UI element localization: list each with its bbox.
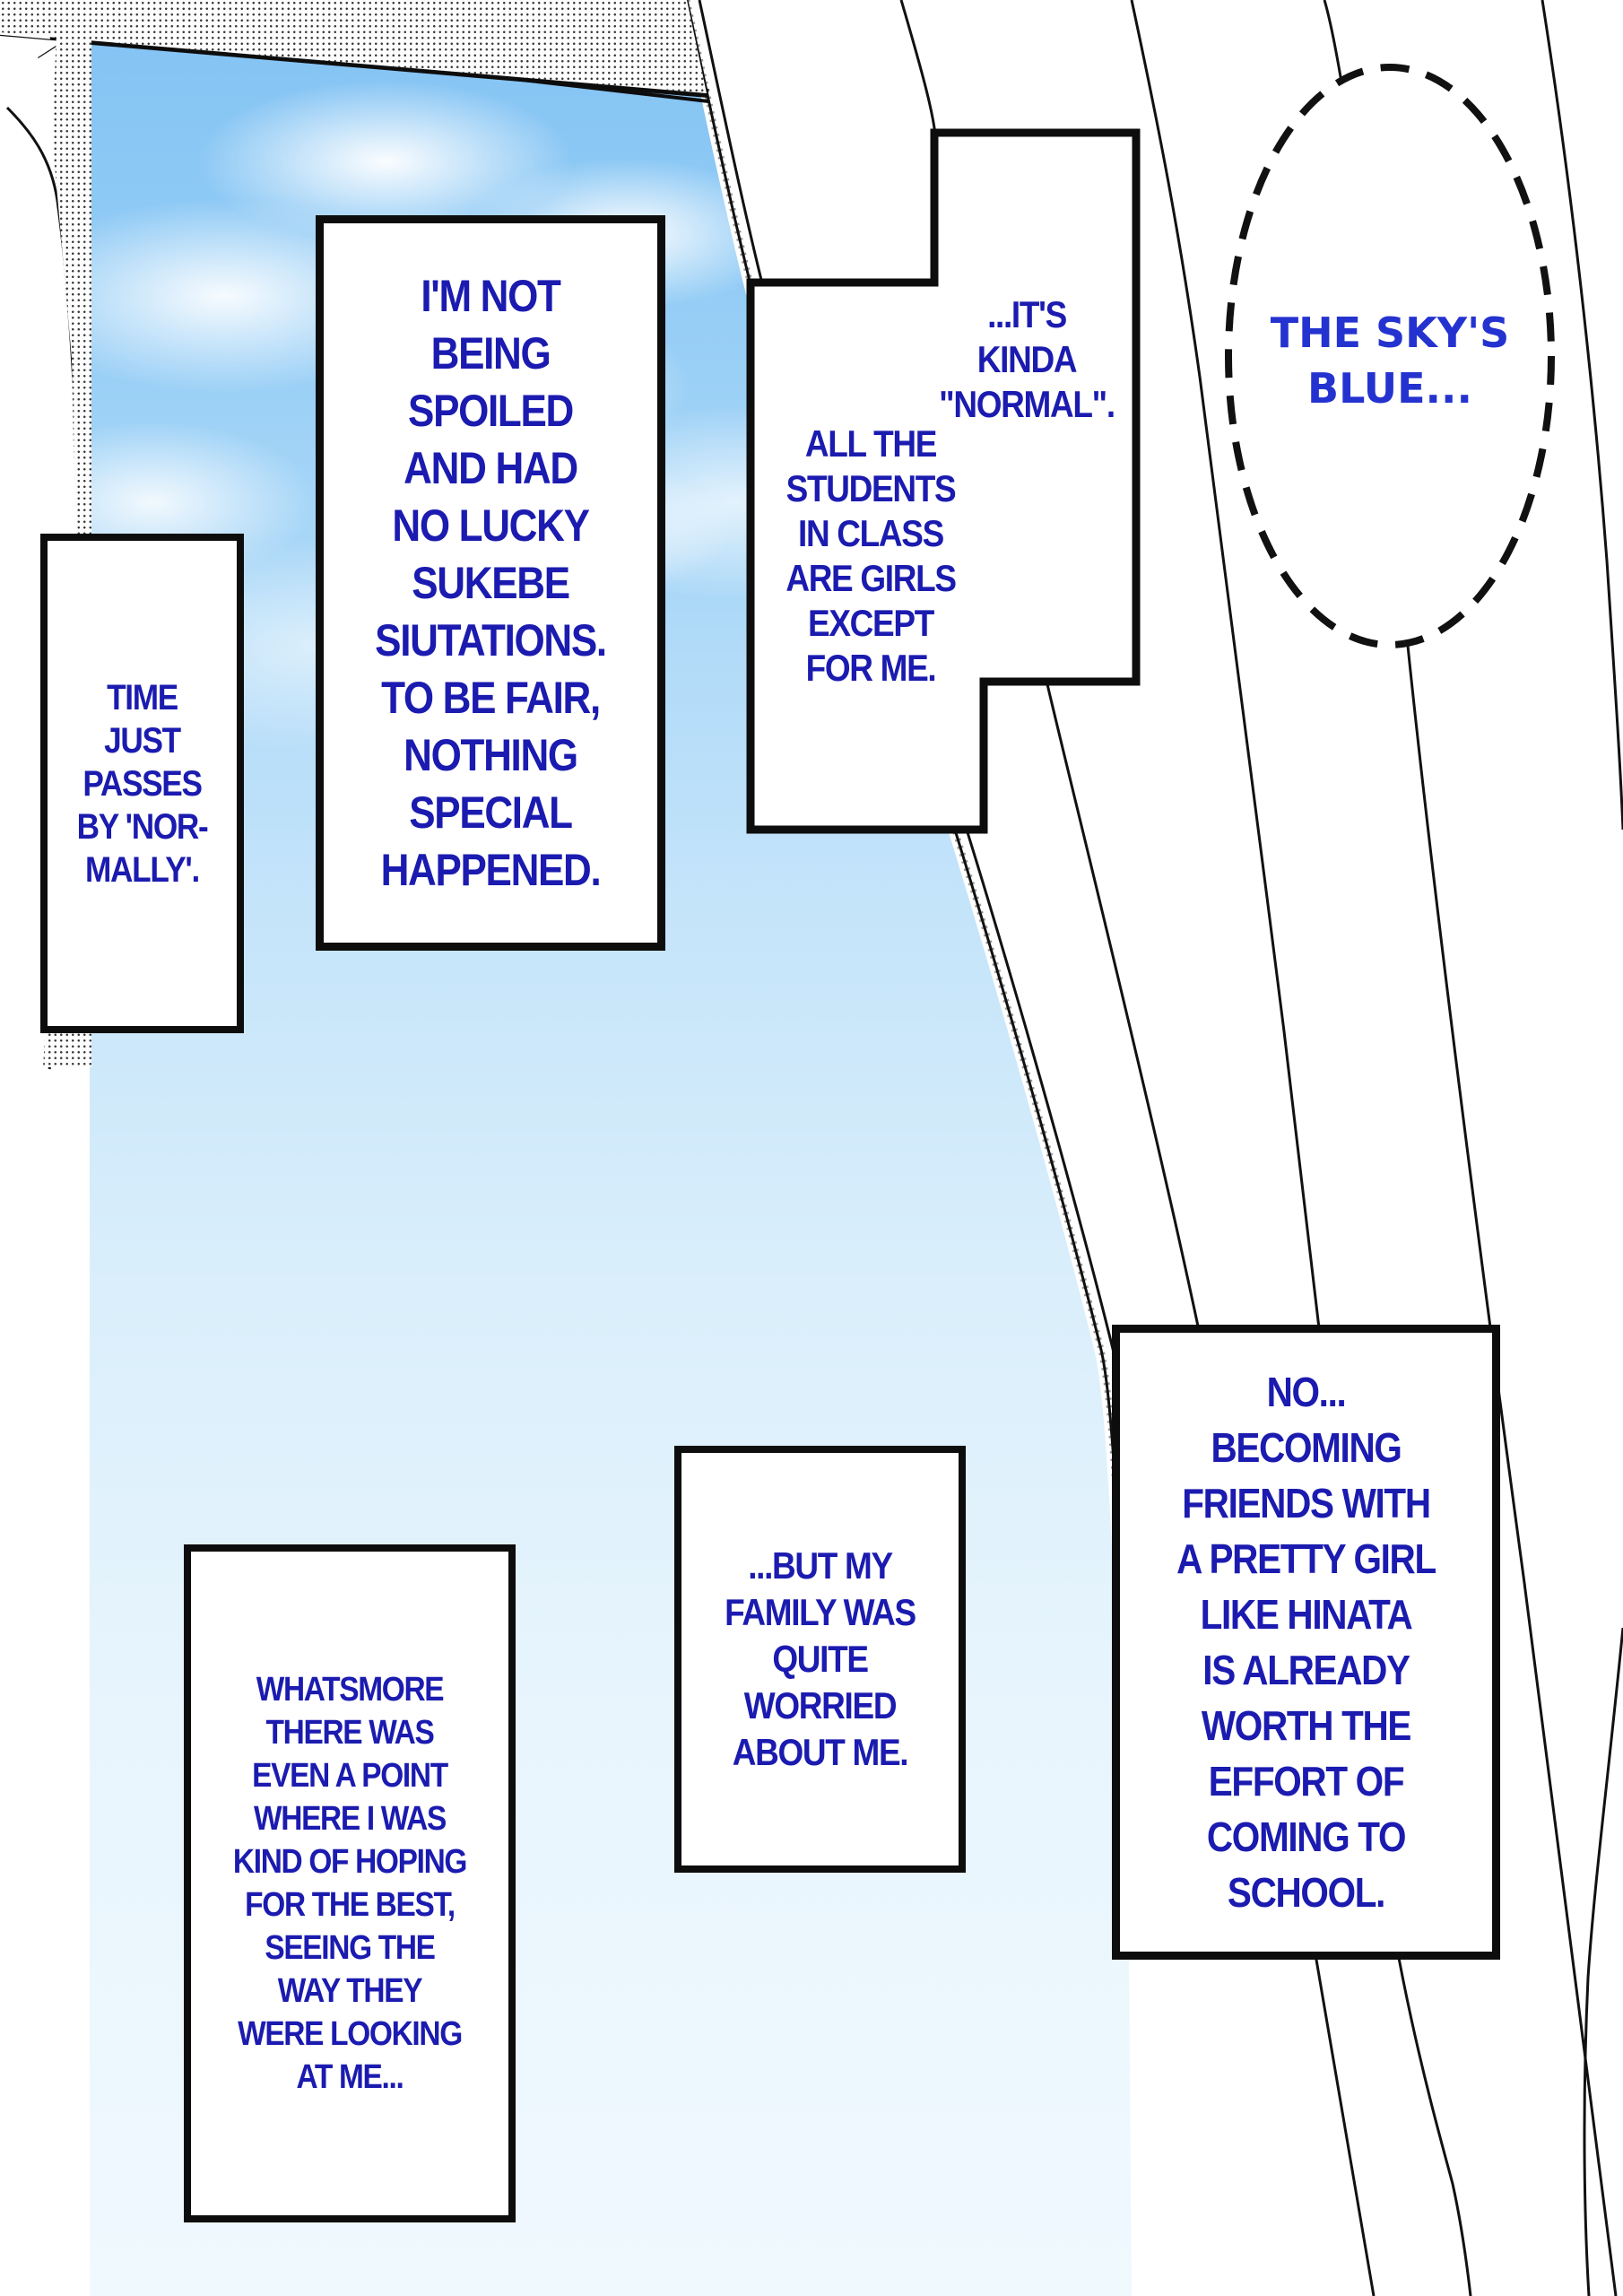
- caption-text-whatsmore: WHATSMORE THERE WAS EVEN A POINT WHERE I…: [232, 1671, 468, 2096]
- caption-box-hinata: NO... BECOMING FRIENDS WITH A PRETTY GIR…: [1112, 1325, 1500, 1960]
- caption-text-normal-bottom: ALL THE STUDENTS IN CLASS ARE GIRLS EXCE…: [785, 422, 957, 689]
- caption-text-time: TIME JUST PASSES BY 'NOR- MALLY'.: [76, 677, 209, 890]
- thought-bubble-text: THE SKY'S BLUE...: [1270, 309, 1510, 413]
- caption-text-family: ...BUT MY FAMILY WAS QUITE WORRIED ABOUT…: [725, 1544, 916, 1773]
- caption-box-family: ...BUT MY FAMILY WAS QUITE WORRIED ABOUT…: [674, 1446, 966, 1873]
- caption-text-normal-top: ...IT'S KINDA "NORMAL".: [939, 293, 1115, 425]
- caption-text-spoiled: I'M NOT BEING SPOILED AND HAD NO LUCKY S…: [375, 271, 607, 895]
- curtain-fold-line: [1541, 0, 1623, 831]
- caption-text-hinata: NO... BECOMING FRIENDS WITH A PRETTY GIR…: [1176, 1369, 1436, 1916]
- curtain-fold-line: [1583, 1627, 1623, 2296]
- caption-box-time: TIME JUST PASSES BY 'NOR- MALLY'.: [40, 534, 244, 1033]
- caption-box-spoiled: I'M NOT BEING SPOILED AND HAD NO LUCKY S…: [316, 215, 665, 951]
- caption-box-whatsmore: WHATSMORE THERE WAS EVEN A POINT WHERE I…: [184, 1544, 516, 2222]
